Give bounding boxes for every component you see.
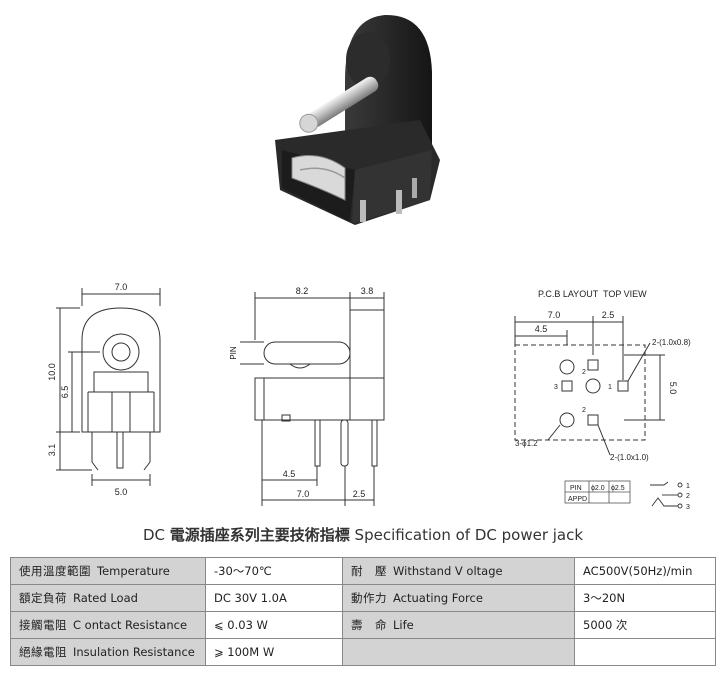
pcb-hole-c: 2-(1.0x1.0)	[610, 453, 649, 462]
pcb-dim-top2: 2.5	[602, 310, 615, 320]
pin-table-header: ϕ2.0	[591, 485, 605, 492]
spec-value: DC 30V 1.0A	[205, 584, 343, 612]
drawings-canvas: 7.0 10.0 6.5 3.1 5.0 8.2 3.8 PIN 4.5 7.0…	[47, 14, 691, 511]
pin-size-table	[564, 480, 631, 504]
title-prefix: DC	[142, 526, 165, 544]
side-dim-b: 3.8	[361, 286, 374, 296]
pcb-title-right: TOP VIEW	[603, 289, 647, 299]
spec-value: 5000 次	[574, 611, 716, 639]
pcb-title-left: P.C.B LAYOUT	[538, 289, 599, 299]
spec-value: ⩽ 0.03 W	[205, 611, 343, 639]
spec-value-empty	[574, 638, 716, 666]
title-chinese: 電源插座系列主要技術指標	[169, 526, 350, 544]
jack-schematic-symbol	[650, 481, 683, 509]
side-dim-d: 7.0	[297, 489, 310, 499]
pcb-pin-number: 1	[608, 384, 612, 391]
pcb-pin-number: 2	[582, 369, 586, 376]
pcb-layout-drawing	[514, 316, 665, 456]
spec-title: DC 電源插座系列主要技術指標 Specification of DC powe…	[0, 524, 726, 545]
pcb-hole-a: 2-(1.0x0.8)	[652, 338, 691, 347]
product-photo	[275, 14, 440, 225]
pin-table-header: PIN	[570, 485, 582, 492]
front-dim-center: 6.5	[60, 386, 70, 399]
front-dim-height: 10.0	[47, 363, 57, 381]
front-view-drawing	[56, 288, 161, 486]
pcb-pin-number: 2	[582, 407, 586, 414]
spec-value: ⩾ 100M W	[205, 638, 343, 666]
pcb-pin-number: 3	[554, 384, 558, 391]
side-view-drawing	[240, 292, 385, 506]
front-dim-width: 7.0	[115, 282, 128, 292]
schematic-pin: 1	[686, 483, 690, 490]
pcb-hole-b: 3-ϕ1.2	[515, 439, 538, 448]
pin-table-header: ϕ2.5	[611, 485, 625, 492]
pcb-dim-top: 7.0	[548, 310, 561, 320]
pin-table-row-label: APPD	[568, 496, 587, 503]
spec-value: 3～20N	[574, 584, 716, 612]
front-dim-pin: 3.1	[47, 444, 57, 457]
side-pin-label: PIN	[229, 346, 238, 360]
pcb-dim-inner: 4.5	[535, 324, 548, 334]
schematic-pin: 2	[686, 493, 690, 500]
side-dim-c: 4.5	[283, 469, 296, 479]
pcb-dim-right: 5.0	[668, 382, 678, 395]
title-english: Specification of DC power jack	[354, 526, 584, 544]
spec-value: -30～70℃	[205, 557, 343, 585]
side-dim-e: 2.5	[353, 489, 366, 499]
spec-label-empty	[342, 638, 575, 666]
front-dim-bottom: 5.0	[115, 487, 128, 497]
spec-value: AC500V(50Hz)/min	[574, 557, 716, 585]
side-dim-a: 8.2	[296, 286, 309, 296]
schematic-pin: 3	[686, 504, 690, 511]
